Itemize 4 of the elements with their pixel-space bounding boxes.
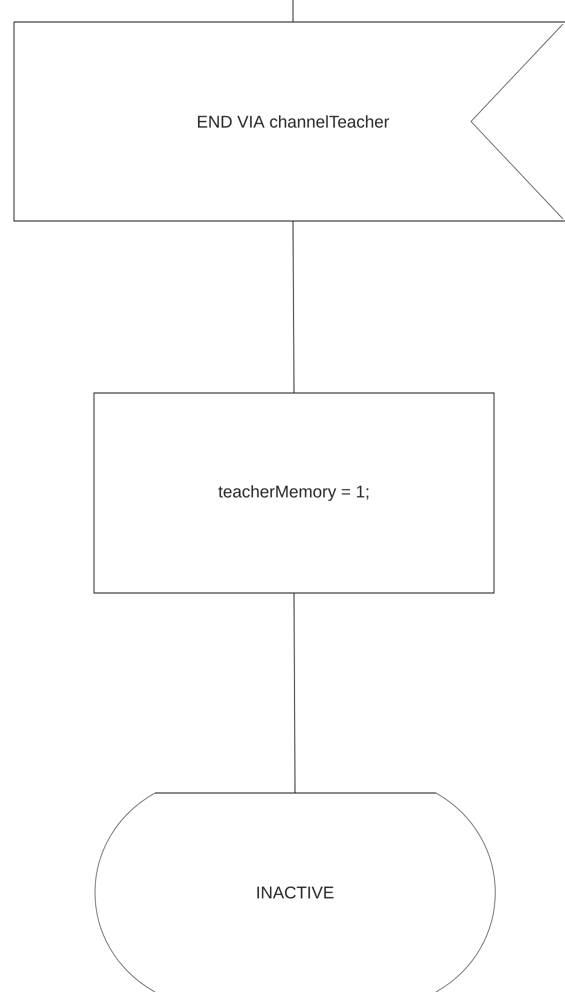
task-box: teacherMemory = 1; <box>94 392 494 594</box>
connector-line <box>292 220 294 394</box>
connector-line <box>292 0 294 22</box>
connector-line <box>294 592 296 794</box>
